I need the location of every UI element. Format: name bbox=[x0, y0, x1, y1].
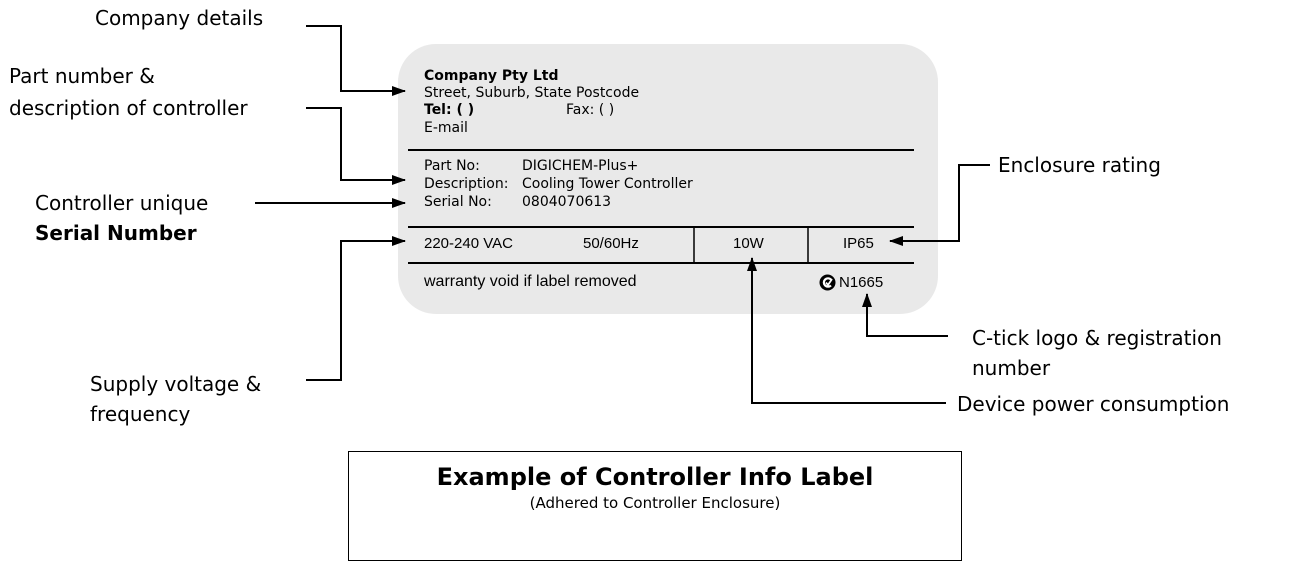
connector-enclosure-rating bbox=[889, 164, 990, 246]
callout-ctick-line1: C-tick logo & registration bbox=[972, 326, 1222, 350]
connector-company-details bbox=[306, 25, 406, 96]
serial-key: Serial No: bbox=[424, 194, 492, 210]
supply-voltage: 220-240 VAC bbox=[424, 235, 513, 252]
company-name: Company Pty Ltd bbox=[424, 68, 559, 84]
controller-info-label bbox=[398, 44, 938, 314]
warranty-notice: warranty void if label removed bbox=[424, 273, 637, 290]
part-no-key: Part No: bbox=[424, 158, 480, 174]
connector-supply-voltage bbox=[306, 236, 406, 381]
company-email: E-mail bbox=[424, 120, 468, 136]
part-no-value: DIGICHEM-Plus+ bbox=[522, 158, 639, 174]
supply-frequency: 50/60Hz bbox=[583, 235, 639, 252]
caption-box: Example of Controller Info Label (Adhere… bbox=[348, 451, 962, 561]
power-rating: 10W bbox=[733, 235, 764, 252]
caption-title: Example of Controller Info Label bbox=[436, 463, 874, 491]
callout-connectors bbox=[255, 25, 990, 404]
callout-supply-line2: frequency bbox=[90, 402, 191, 426]
c-tick-number: N1665 bbox=[839, 274, 884, 291]
c-tick-logo bbox=[819, 274, 836, 291]
callout-serial-line1: Controller unique bbox=[35, 191, 209, 215]
connector-ctick bbox=[862, 293, 948, 337]
ip-rating: IP65 bbox=[843, 235, 874, 252]
description-key: Description: bbox=[424, 176, 509, 192]
company-fax: Fax: ( ) bbox=[566, 102, 615, 118]
callout-power: Device power consumption bbox=[957, 392, 1230, 416]
callout-ctick-line2: number bbox=[972, 356, 1051, 380]
callout-enclosure-rating: Enclosure rating bbox=[998, 153, 1161, 177]
connector-power bbox=[747, 257, 946, 404]
company-address: Street, Suburb, State Postcode bbox=[424, 85, 640, 101]
company-tel: Tel: ( ) bbox=[424, 102, 475, 118]
callout-part-number-line2: description of controller bbox=[9, 96, 248, 120]
serial-value: 0804070613 bbox=[522, 194, 612, 210]
connector-part-number bbox=[306, 107, 406, 185]
callout-company-details: Company details bbox=[95, 6, 264, 30]
callout-part-number-line1: Part number & bbox=[9, 64, 155, 88]
callout-serial-line2: Serial Number bbox=[35, 221, 197, 245]
caption-subtitle: (Adhered to Controller Enclosure) bbox=[529, 494, 781, 512]
description-value: Cooling Tower Controller bbox=[522, 176, 693, 192]
callout-supply-line1: Supply voltage & bbox=[90, 372, 262, 396]
